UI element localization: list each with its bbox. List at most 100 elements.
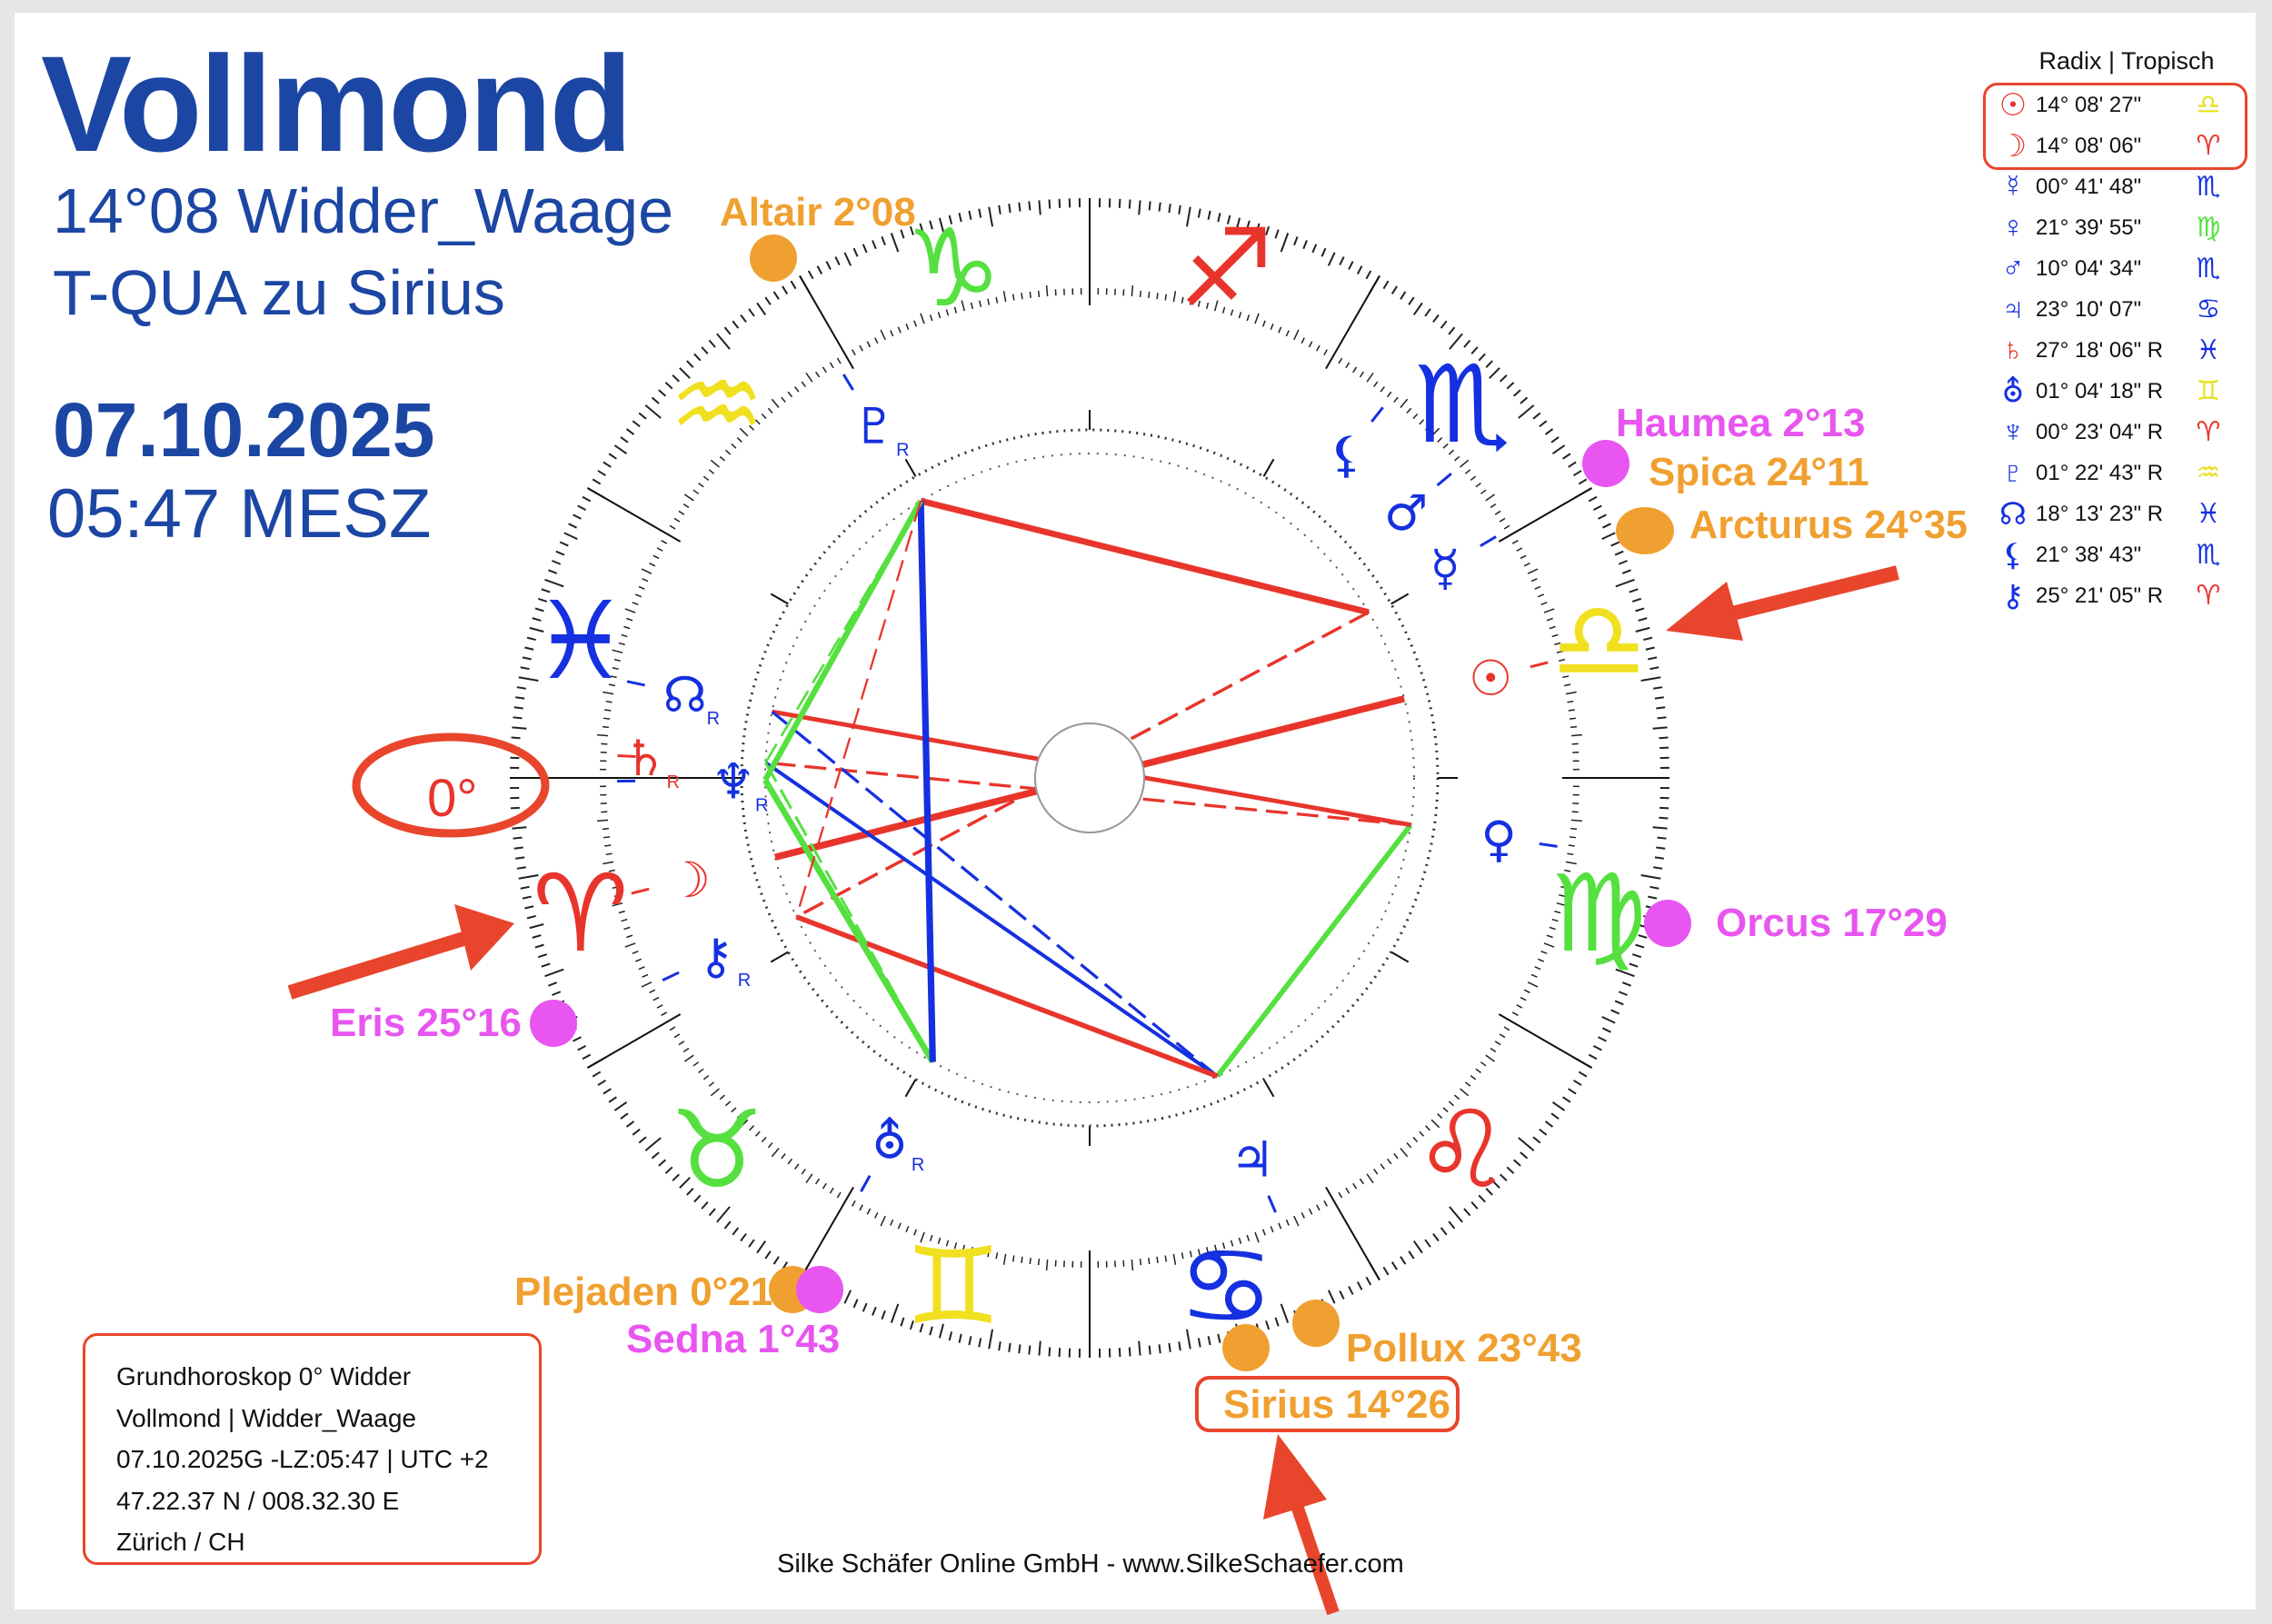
- lilith-icon: ⚸︎: [1329, 426, 1365, 483]
- legend-position: 14° 08' 27": [2036, 92, 2142, 117]
- pluto-icon: ♇︎: [2001, 455, 2025, 490]
- house-cusp-tick: [770, 593, 789, 605]
- legend-position: 21° 38' 43": [2036, 542, 2142, 567]
- legend-position: 01° 22' 43" R: [2036, 460, 2164, 485]
- aspect-line-trine: [771, 710, 1219, 1078]
- legend-position: 21° 39' 55": [2036, 214, 2142, 240]
- retrograde-mark: R: [755, 796, 768, 816]
- planet-position-tick: [1530, 661, 1549, 669]
- jupiter-icon: ♃︎: [2001, 292, 2025, 326]
- retrograde-mark: R: [667, 772, 680, 792]
- celestial-body-dot: [530, 1000, 577, 1047]
- star-label: Plejaden 0°21: [514, 1270, 772, 1314]
- house-cusp-tick: [1390, 593, 1410, 605]
- lilith-icon: ⚸︎: [2001, 537, 2025, 573]
- chiron-icon: ⚷︎: [2001, 578, 2025, 613]
- zodiac-sign-icon: ♏︎: [1414, 342, 1510, 467]
- legend-position: 01° 04' 18" R: [2036, 378, 2164, 404]
- aspect-line-trine: [917, 501, 936, 1062]
- sign-icon: ♏︎: [2196, 172, 2221, 202]
- legend-row-chiron: ⚷︎25° 21' 05" R♈︎: [1990, 575, 2245, 616]
- star-label: Sirius 14°26: [1223, 1382, 1450, 1427]
- sign-icon: ♏︎: [2196, 540, 2221, 570]
- sign-icon: ♒︎: [2196, 458, 2221, 488]
- footer-credit: Silke Schäfer Online GmbH - www.SilkeSch…: [777, 1549, 1404, 1579]
- node-icon: ☊︎: [663, 666, 707, 723]
- center-circle-cover: [1034, 722, 1145, 833]
- legend-position: 25° 21' 05" R: [2036, 583, 2164, 608]
- jupiter-icon: ♃︎: [1231, 1131, 1274, 1188]
- zodiac-sign-icon: ♍︎: [1550, 851, 1647, 976]
- legend-row-sun: ☉︎14° 08' 27"♎︎: [1990, 85, 2245, 125]
- mercury-icon: ☿︎: [2001, 169, 2025, 204]
- sign-icon: ♊︎: [2196, 376, 2221, 406]
- aspect-line-hard: [795, 500, 922, 918]
- house-cusp-line: [1325, 1186, 1380, 1281]
- sign-icon: ♈︎: [2196, 131, 2221, 161]
- chart-info-box: Grundhoroskop 0° Widder Vollmond | Widde…: [83, 1333, 542, 1565]
- zodiac-sign-icon: ♉︎: [669, 1087, 765, 1212]
- legend-position: 14° 08' 06": [2036, 133, 2142, 158]
- legend-row-neptune: ♆︎00° 23' 04" R♈︎: [1990, 412, 2245, 453]
- legend-position: 00° 41' 48": [2036, 174, 2142, 199]
- positions-legend: Radix | Tropisch ☉︎14° 08' 27"♎︎☽︎14° 08…: [1990, 47, 2245, 616]
- star-label: Sedna 1°43: [626, 1317, 840, 1361]
- uranus-icon: ⛢︎: [2001, 374, 2025, 409]
- mars-icon: ♂︎: [1384, 484, 1428, 542]
- legend-row-mars: ♂︎10° 04' 34"♏︎: [1990, 248, 2245, 289]
- celestial-body-dot: [1582, 440, 1629, 487]
- event-time: 05:47 MESZ: [47, 475, 432, 553]
- zodiac-sign-icon: ♎︎: [1550, 578, 1647, 703]
- legend-position: 18° 13' 23" R: [2036, 501, 2164, 526]
- celestial-body-dot: [1644, 900, 1691, 947]
- event-date: 07.10.2025: [53, 387, 435, 473]
- subtitle-position: 14°08 Widder_Waage: [53, 175, 674, 246]
- mercury-icon: ☿︎: [1430, 540, 1460, 597]
- planet-position-tick: [1480, 535, 1497, 548]
- zodiac-sign-icon: ♌︎: [1414, 1087, 1510, 1212]
- legend-row-saturn: ♄︎27° 18' 06" R♓︎: [1990, 330, 2245, 371]
- ascendant-highlight-ellipse: [352, 732, 550, 838]
- planet-position-tick: [842, 374, 854, 391]
- aspect-line-hard: [920, 497, 1370, 616]
- zodiac-sign-icon: ♊︎: [905, 1223, 1001, 1349]
- sign-icon: ♏︎: [2196, 254, 2221, 284]
- star-label: Spica 24°11: [1649, 450, 1869, 494]
- sirius-highlight-box: [1195, 1376, 1460, 1432]
- moon-icon: ☽︎: [1998, 128, 2028, 164]
- aspect-line-trine: [764, 761, 1219, 1078]
- star-label: Haumea 2°13: [1616, 401, 1865, 445]
- star-label: Eris 25°16: [330, 1001, 522, 1045]
- mars-icon: ♂︎: [2001, 251, 2025, 285]
- house-cusp-tick: [904, 1079, 917, 1098]
- legend-position: 23° 10' 07": [2036, 296, 2142, 322]
- planet-position-tick: [631, 887, 650, 895]
- retrograde-mark: R: [738, 971, 751, 991]
- sign-icon: ♈︎: [2196, 417, 2221, 447]
- neptune-icon: ♆︎: [2001, 414, 2025, 449]
- retrograde-mark: R: [912, 1155, 924, 1175]
- house-cusp-line: [586, 1013, 682, 1069]
- legend-row-node: ☊︎18° 13' 23" R♓︎: [1990, 493, 2245, 534]
- planet-position-tick: [1370, 406, 1384, 423]
- sun-icon: ☉︎: [1469, 650, 1512, 707]
- neptune-icon: ♆︎: [712, 753, 755, 811]
- inner-dotted-circle: [740, 428, 1440, 1128]
- sign-icon: ♓︎: [2196, 335, 2221, 365]
- house-cusp-line: [1498, 487, 1593, 543]
- info-line: Vollmond | Widder_Waage: [116, 1403, 416, 1432]
- legend-title: Radix | Tropisch: [2038, 47, 2215, 75]
- node-icon: ☊︎: [1998, 496, 2028, 532]
- house-cusp-tick: [1262, 458, 1275, 477]
- sun-moon-highlight-box: [1983, 83, 2247, 170]
- info-line: Grundhoroskop 0° Widder: [116, 1362, 412, 1390]
- zodiac-sign-icon: ♑︎: [905, 205, 1001, 331]
- star-label: Arcturus 24°35: [1689, 503, 1968, 547]
- house-cusp-line: [1325, 274, 1380, 370]
- celestial-body-dot: [796, 1266, 843, 1313]
- celestial-body-dot: [1292, 1300, 1340, 1347]
- aspect-line-sextile: [1215, 822, 1413, 1078]
- sun-icon: ☉︎: [1998, 87, 2028, 123]
- zodiac-sign-icon: ♓︎: [533, 578, 629, 703]
